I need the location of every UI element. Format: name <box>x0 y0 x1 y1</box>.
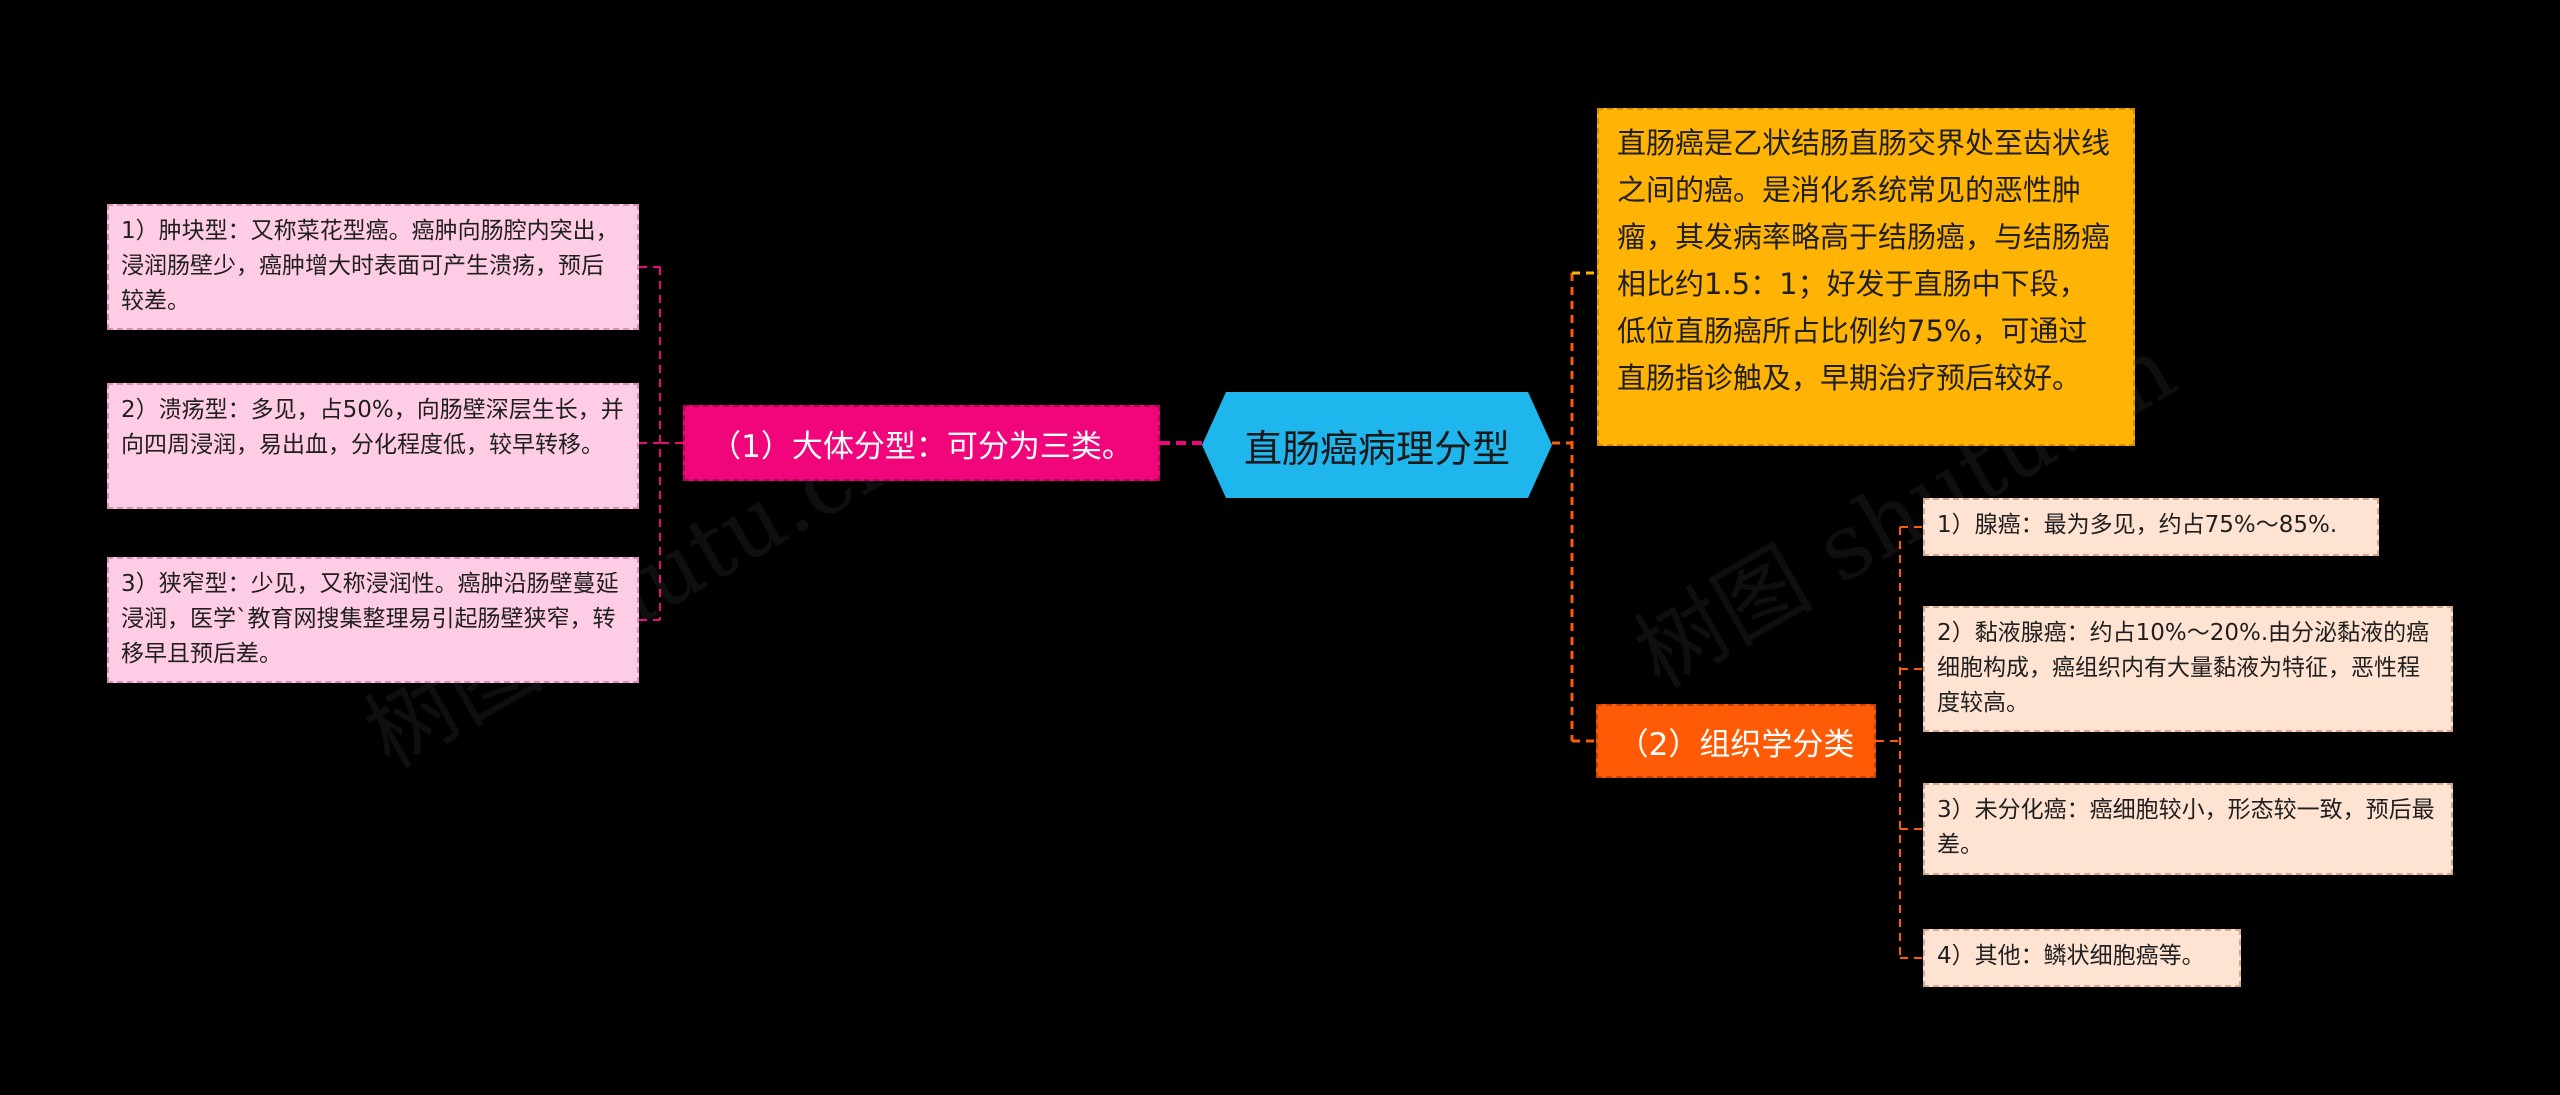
leaf-ulcer-type[interactable]: 2）溃疡型：多见，占50%，向肠壁深层生长，并向四周浸润，易出血，分化程度低，较… <box>107 383 639 509</box>
root-title: 直肠癌病理分型 <box>1243 426 1510 471</box>
leaf-other[interactable]: 4）其他：鳞状细胞癌等。 <box>1923 929 2241 987</box>
leaf-adenocarcinoma[interactable]: 1）腺癌：最为多见，约占75%～85%. <box>1923 498 2379 556</box>
branch-label: （1）大体分型：可分为三类。 <box>710 428 1133 465</box>
branch-histological-classification[interactable]: （2）组织学分类 <box>1596 704 1876 778</box>
leaf-stenosis-type[interactable]: 3）狭窄型：少见，又称浸润性。癌肿沿肠壁蔓延浸润，医学`教育网搜集整理易引起肠壁… <box>107 557 639 683</box>
branch-label: （2）组织学分类 <box>1617 726 1855 763</box>
leaf-text: 3）未分化癌：癌细胞较小，形态较一致，预后最差。 <box>1937 797 2435 858</box>
leaf-mass-type[interactable]: 1）肿块型：又称菜花型癌。癌肿向肠腔内突出，浸润肠壁少，癌肿增大时表面可产生溃疡… <box>107 204 639 330</box>
leaf-mucinous-adenocarcinoma[interactable]: 2）黏液腺癌：约占10%～20%.由分泌黏液的癌细胞构成，癌组织内有大量黏液为特… <box>1923 606 2453 732</box>
description-node[interactable]: 直肠癌是乙状结肠直肠交界处至齿状线之间的癌。是消化系统常见的恶性肿瘤，其发病率略… <box>1597 108 2135 446</box>
leaf-text: 2）溃疡型：多见，占50%，向肠壁深层生长，并向四周浸润，易出血，分化程度低，较… <box>121 397 624 458</box>
leaf-text: 4）其他：鳞状细胞癌等。 <box>1937 943 2205 969</box>
leaf-undifferentiated-carcinoma[interactable]: 3）未分化癌：癌细胞较小，形态较一致，预后最差。 <box>1923 783 2453 875</box>
leaf-text: 1）腺癌：最为多见，约占75%～85%. <box>1937 512 2338 538</box>
leaf-text: 2）黏液腺癌：约占10%～20%.由分泌黏液的癌细胞构成，癌组织内有大量黏液为特… <box>1937 620 2430 716</box>
leaf-text: 1）肿块型：又称菜花型癌。癌肿向肠腔内突出，浸润肠壁少，癌肿增大时表面可产生溃疡… <box>121 218 619 314</box>
description-text: 直肠癌是乙状结肠直肠交界处至齿状线之间的癌。是消化系统常见的恶性肿瘤，其发病率略… <box>1617 126 2111 395</box>
root-node[interactable]: 直肠癌病理分型 <box>1202 392 1552 498</box>
branch-gross-classification[interactable]: （1）大体分型：可分为三类。 <box>683 405 1160 481</box>
leaf-text: 3）狭窄型：少见，又称浸润性。癌肿沿肠壁蔓延浸润，医学`教育网搜集整理易引起肠壁… <box>121 571 619 667</box>
